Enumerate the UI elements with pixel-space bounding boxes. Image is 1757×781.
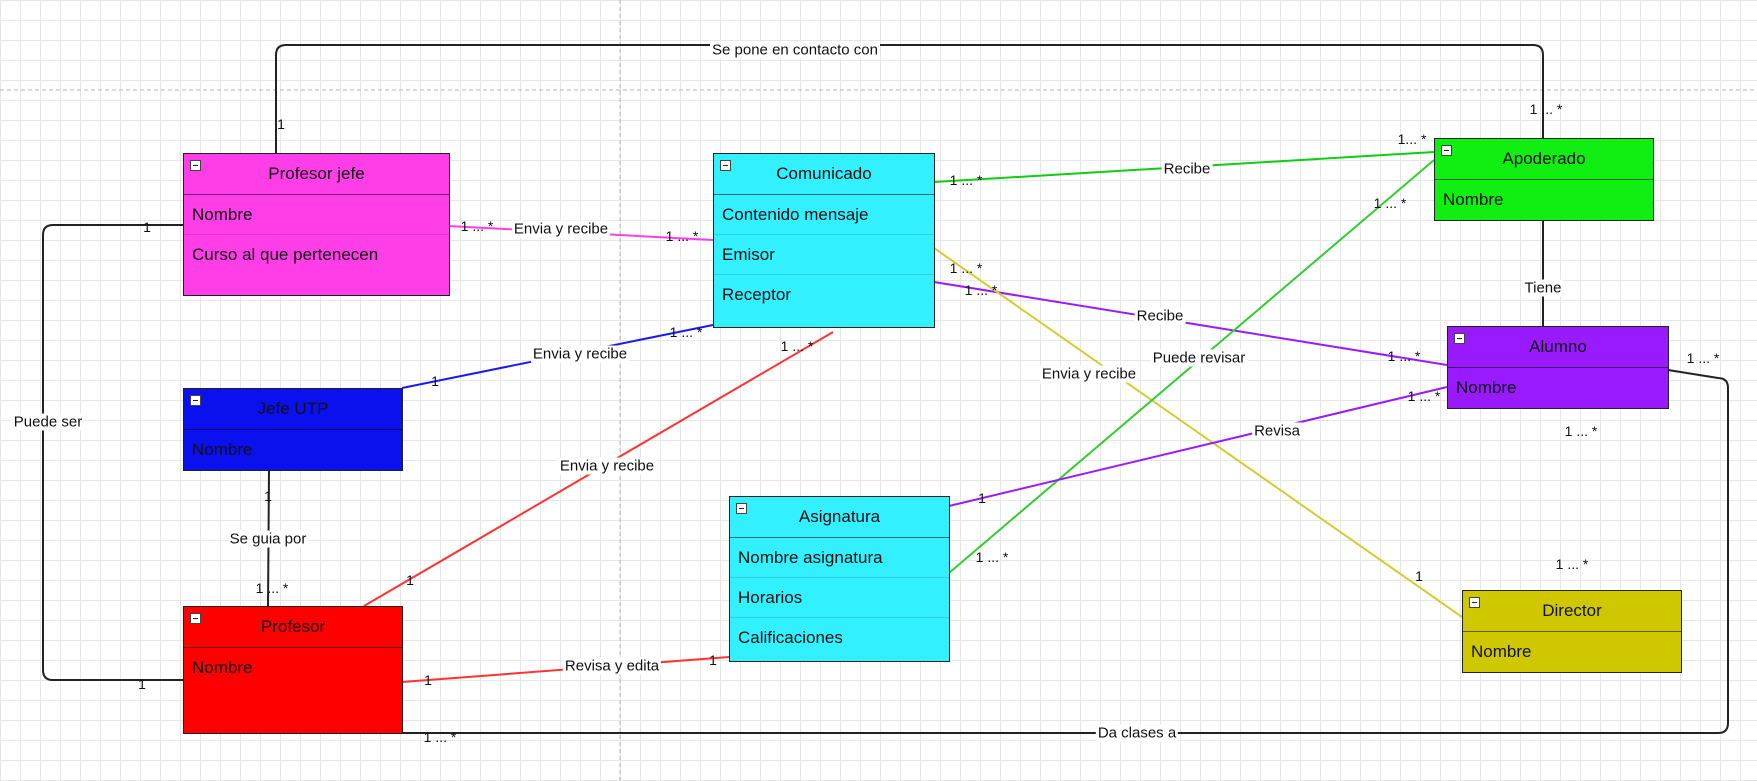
edge-comunicado-alumno[interactable] (933, 281, 1448, 366)
label-puede-revisar: Puede revisar (1150, 349, 1248, 367)
class-header[interactable]: Apoderado (1435, 139, 1653, 180)
class-attribute[interactable]: Nombre (1471, 642, 1532, 661)
class-name: Apoderado (1502, 149, 1586, 168)
class-header[interactable]: Comunicado (714, 154, 934, 195)
class-attribute[interactable]: Calificaciones (738, 628, 843, 647)
label-envia-recibe-pj: Envia y recibe (511, 220, 611, 238)
class-name: Comunicado (776, 164, 872, 183)
mult-envia-pj-1: 1 ... * (460, 218, 494, 234)
mult-recibe-apod-2: 1... * (1397, 131, 1427, 147)
collapse-icon[interactable] (1469, 597, 1480, 608)
mult-revisa-asig: 1 (978, 490, 986, 506)
class-header[interactable]: Profesor (184, 607, 402, 648)
class-attribute[interactable]: Emisor (714, 235, 934, 275)
class-attribute[interactable]: Curso al que pertenecen (192, 245, 379, 264)
mult-director-alumno: 1 ... * (1555, 556, 1589, 572)
class-attribute[interactable]: Nombre (192, 440, 253, 459)
mult-recibe-apod-1: 1 ... * (949, 172, 983, 188)
class-attribute[interactable]: Nombre asignatura (730, 538, 949, 578)
class-name: Jefe UTP (257, 399, 329, 418)
mult-recibe-al-2: 1 ... * (1387, 348, 1421, 364)
class-header[interactable]: Alumno (1448, 327, 1668, 368)
collapse-icon[interactable] (1454, 333, 1465, 344)
label-revisa: Revisa (1252, 422, 1302, 440)
mult-envia-prof-1: 1 (406, 572, 414, 588)
label-recibe-apoderado: Recibe (1161, 160, 1213, 178)
mult-puede-ser-prof: 1 (138, 676, 146, 692)
mult-contacto-apod: 1 ... * (1529, 101, 1563, 117)
mult-revisa-edita-prof: 1 (424, 672, 432, 688)
edge-asignatura-alumno[interactable] (948, 386, 1448, 507)
class-attribute[interactable]: Nombre (184, 195, 449, 235)
mult-revisar-asig: 1 ... * (975, 549, 1009, 565)
label-se-pone-en-contacto: Se pone en contacto con (710, 41, 880, 59)
label-puede-ser: Puede ser (11, 413, 85, 431)
class-attribute[interactable]: Nombre (1456, 378, 1517, 397)
class-header[interactable]: Director (1463, 591, 1681, 632)
class-attribute[interactable]: Horarios (730, 578, 949, 618)
collapse-icon[interactable] (720, 160, 731, 171)
class-name: Profesor (260, 617, 326, 636)
label-envia-recibe-director: Envia y recibe (1039, 365, 1139, 383)
mult-envia-pj-2: 1 ... * (665, 228, 699, 244)
mult-puede-ser-pj: 1 (143, 219, 151, 235)
mult-contacto-pj: 1 (277, 116, 285, 132)
collapse-icon[interactable] (1441, 145, 1452, 156)
edge-profesor-jefe-apoderado[interactable] (275, 44, 1544, 155)
collapse-icon[interactable] (190, 395, 201, 406)
class-attribute[interactable]: Contenido mensaje (714, 195, 934, 235)
mult-alumno-director: 1 ... * (1564, 423, 1598, 439)
class-attribute[interactable]: Receptor (722, 285, 791, 304)
class-name: Director (1542, 601, 1602, 620)
label-tiene: Tiene (1522, 279, 1564, 297)
class-header[interactable]: Jefe UTP (184, 389, 402, 430)
mult-envia-utp-2: 1 ... * (669, 324, 703, 340)
label-da-clases-a: Da clases a (1095, 724, 1179, 742)
mult-guia-utp: 1 (264, 488, 272, 504)
class-jefe-utp[interactable]: Jefe UTP Nombre (183, 388, 403, 471)
collapse-icon[interactable] (190, 160, 201, 171)
mult-da-clases-prof: 1 ... * (423, 729, 457, 745)
edge-comunicado-director[interactable] (933, 247, 1463, 618)
label-envia-recibe-profesor: Envia y recibe (557, 457, 657, 475)
class-name: Asignatura (798, 507, 881, 526)
class-attribute[interactable]: Nombre (192, 658, 253, 677)
mult-envia-utp-1: 1 (431, 373, 439, 389)
mult-revisar-apod: 1 ... * (1373, 195, 1407, 211)
mult-revisa-edita-asig: 1 (709, 652, 717, 668)
collapse-icon[interactable] (736, 503, 747, 514)
label-revisa-y-edita: Revisa y edita (562, 657, 662, 675)
class-header[interactable]: Profesor jefe (184, 154, 449, 195)
class-attribute[interactable]: Nombre (1443, 190, 1504, 209)
mult-envia-prof-2: 1 ... * (780, 338, 814, 354)
label-recibe-alumno: Recibe (1134, 307, 1186, 325)
edge-asignatura-apoderado[interactable] (948, 159, 1435, 574)
mult-guia-prof: 1 ... * (255, 580, 289, 596)
edge-profesor-jefe-profesor[interactable] (42, 224, 184, 681)
label-se-guia-por: Se guia por (227, 530, 309, 548)
mult-envia-dir-2: 1 (1415, 568, 1423, 584)
collapse-icon[interactable] (190, 613, 201, 624)
mult-envia-dir-1: 1 ... * (949, 260, 983, 276)
mult-recibe-al-1: 1 ... * (964, 282, 998, 298)
edge-profesor-alumno[interactable] (402, 369, 1729, 734)
mult-da-clases-al: 1 ... * (1686, 350, 1720, 366)
class-name: Profesor jefe (268, 164, 365, 183)
mult-revisa-al: 1 ... * (1407, 388, 1441, 404)
label-envia-recibe-utp: Envia y recibe (530, 345, 630, 363)
class-name: Alumno (1529, 337, 1587, 356)
class-header[interactable]: Asignatura (730, 497, 949, 538)
